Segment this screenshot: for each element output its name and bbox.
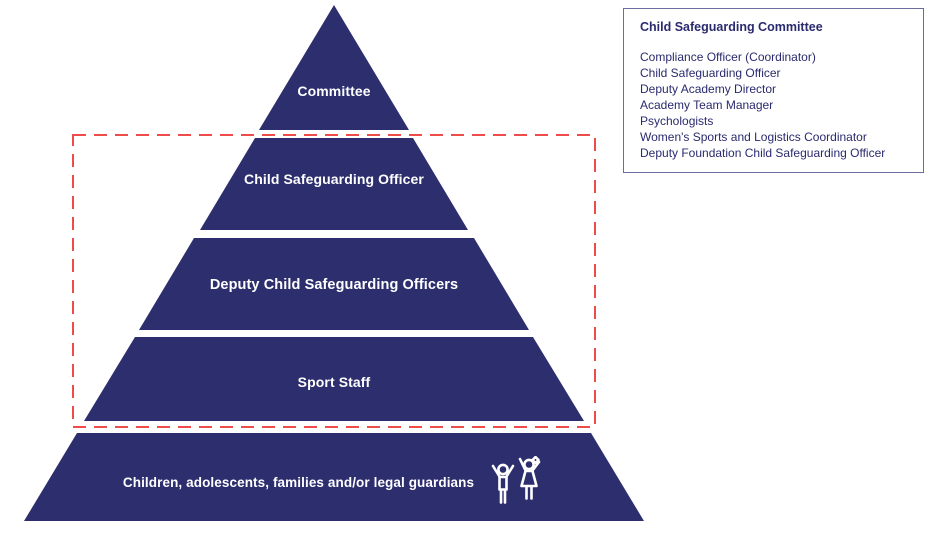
pyramid-level-deputy-shape <box>139 238 529 330</box>
pyramid-level-sport-label: Sport Staff <box>297 374 371 390</box>
pyramid-level-children-label: Children, adolescents, families and/or l… <box>122 474 475 490</box>
committee-member: Women's Sports and Logistics Coordinator <box>640 130 867 144</box>
pyramid-level-deputy-label: Deputy Child Safeguarding Officers <box>209 277 459 293</box>
committee-panel-title: Child Safeguarding Committee <box>640 20 823 34</box>
pyramid-level-cso-label: Child Safeguarding Officer <box>244 171 424 187</box>
committee-member: Compliance Officer (Coordinator) <box>640 50 816 64</box>
pyramid-level-committee-shape <box>259 5 409 130</box>
highlight-dashed-outline <box>72 134 596 428</box>
pyramid-level-cso-shape <box>200 138 468 230</box>
committee-member: Psychologists <box>640 114 714 128</box>
committee-member: Academy Team Manager <box>640 98 774 112</box>
children-raising-arms-icon <box>491 456 541 504</box>
pyramid-level-children-row: Children, adolescents, families and/or l… <box>0 451 668 513</box>
committee-panel: Child Safeguarding Committee Compliance … <box>623 8 924 173</box>
committee-member-list: Compliance Officer (Coordinator) Child S… <box>640 49 913 161</box>
pyramid-level-sport-shape <box>84 337 584 421</box>
committee-member: Child Safeguarding Officer <box>640 66 781 80</box>
pyramid-level-committee-label: Committee <box>297 83 371 99</box>
committee-member: Deputy Foundation Child Safeguarding Off… <box>640 146 886 160</box>
committee-member: Deputy Academy Director <box>640 82 777 96</box>
pyramid-level-children-shape <box>24 433 644 521</box>
